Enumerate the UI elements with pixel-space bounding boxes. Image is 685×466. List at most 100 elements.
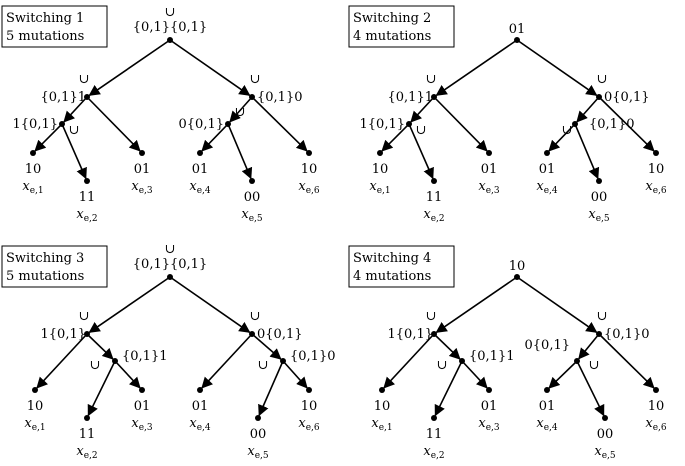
- root-label: 10: [509, 259, 526, 274]
- right-sub-union-symbol: ∪: [562, 123, 573, 138]
- leaf-variable-4: xe,4: [189, 179, 211, 196]
- left-mid-union-symbol: ∪: [426, 309, 437, 324]
- leaf-variable-2: xe,2: [76, 207, 97, 224]
- right-sub-label: 0{0,1}: [525, 338, 571, 353]
- root-node: [514, 274, 520, 280]
- left-sub-node: [59, 121, 65, 127]
- edge-rightsub-leaf5: [258, 360, 284, 417]
- leaf-variable-6: xe,6: [298, 416, 320, 433]
- left-sub-label: 1{0,1}: [360, 117, 406, 132]
- leaf-value-3: 01: [134, 399, 151, 414]
- edge-leftsub-leaf1: [381, 123, 410, 152]
- leaf-value-3: 01: [134, 162, 151, 177]
- leaf-value-6: 10: [648, 162, 665, 177]
- left-mid-node: [431, 331, 437, 337]
- leaf-value-6: 10: [301, 162, 318, 177]
- panel-title: Switching 4: [353, 251, 431, 266]
- right-mid-union-symbol: ∪: [250, 309, 261, 324]
- edge-leftsub-leaf3: [114, 360, 141, 389]
- right-sub-node: [280, 358, 286, 364]
- edge-leftsub-leaf2: [61, 123, 87, 180]
- leaf-node-5: [602, 415, 608, 421]
- leaf-variable-6: xe,6: [645, 179, 667, 196]
- right-mid-node: [596, 94, 602, 100]
- right-sub-node: [574, 358, 580, 364]
- leaf-variable-3: xe,3: [478, 416, 500, 433]
- leaf-node-1: [32, 387, 38, 393]
- left-sub-label: 1{0,1}: [13, 117, 59, 132]
- panel-title: Switching 2: [353, 11, 431, 26]
- edge-rightmid-leaf4: [201, 333, 253, 389]
- edge-root-left: [435, 276, 518, 333]
- left-sub-node: [459, 358, 465, 364]
- left-mid-node: [84, 331, 90, 337]
- leaf-variable-3: xe,3: [131, 416, 153, 433]
- leaf-value-2: 11: [79, 427, 96, 442]
- leaf-node-4: [197, 150, 203, 156]
- leaf-node-4: [544, 150, 550, 156]
- right-sub-node: [572, 121, 578, 127]
- right-sub-node: [225, 121, 231, 127]
- leaf-variable-5: xe,5: [241, 207, 263, 224]
- left-mid-union-symbol: ∪: [79, 309, 90, 324]
- leaf-node-5: [249, 178, 255, 184]
- edge-rightsub-leaf5: [576, 360, 605, 417]
- panel-title-box: [1, 245, 108, 288]
- edge-leftmid-leaf1: [383, 333, 435, 389]
- leaf-node-5: [596, 178, 602, 184]
- leaf-value-1: 10: [374, 399, 391, 414]
- edge-leftmid-leaf3: [433, 96, 488, 152]
- left-sub-union-symbol: ∪: [437, 358, 448, 373]
- edge-leftmid-leftsub: [63, 96, 88, 123]
- right-sub-union-symbol: ∪: [258, 358, 269, 373]
- leaf-variable-1: xe,1: [371, 416, 392, 433]
- panel-title: Switching 1: [6, 11, 84, 26]
- left-sub-node: [406, 121, 412, 127]
- leaf-node-5: [255, 415, 261, 421]
- right-mid-node: [249, 331, 255, 337]
- leaf-value-6: 10: [648, 399, 665, 414]
- right-mid-label: {0,1}0: [257, 90, 303, 105]
- edge-rightmid-rightsub: [576, 96, 600, 123]
- panel-switching-3: Switching 35 mutations∪{0,1}{0,1}1{0,1}∪…: [1, 242, 336, 461]
- panel-mutations-count: 5 mutations: [6, 269, 84, 284]
- leaf-variable-2: xe,2: [423, 444, 444, 461]
- leaf-node-1: [377, 150, 383, 156]
- edge-rightmid-leaf6: [598, 333, 655, 389]
- leaf-value-3: 01: [481, 399, 498, 414]
- root-node: [167, 37, 173, 43]
- edge-rightmid-leaf6: [598, 96, 655, 152]
- edge-leftsub-leaf1: [34, 123, 63, 152]
- leaf-value-1: 10: [27, 399, 44, 414]
- edge-rightmid-rightsub: [578, 333, 600, 360]
- leaf-value-5: 00: [250, 427, 267, 442]
- edge-leftmid-leaf3: [86, 96, 141, 152]
- root-node: [514, 37, 520, 43]
- right-mid-label: 0{0,1}: [604, 90, 650, 105]
- leaf-variable-4: xe,4: [536, 416, 558, 433]
- root-label: {0,1}{0,1}: [133, 20, 207, 35]
- edge-root-right: [169, 39, 251, 96]
- leaf-variable-6: xe,6: [645, 416, 667, 433]
- edge-root-left: [88, 276, 171, 333]
- left-mid-node: [431, 94, 437, 100]
- edge-root-left: [88, 39, 171, 96]
- left-sub-union-symbol: ∪: [416, 123, 427, 138]
- right-mid-label: {0,1}0: [604, 327, 650, 342]
- leaf-node-6: [653, 150, 659, 156]
- leaf-variable-5: xe,5: [588, 207, 610, 224]
- root-label: {0,1}{0,1}: [133, 257, 207, 272]
- leaf-variable-2: xe,2: [423, 207, 444, 224]
- edge-leftmid-leftsub: [86, 333, 114, 360]
- edge-rightmid-leaf6: [251, 96, 308, 152]
- left-mid-node: [84, 94, 90, 100]
- edge-rightsub-leaf4: [201, 123, 229, 152]
- panel-title-box: [348, 5, 455, 48]
- leaf-node-3: [139, 150, 145, 156]
- right-mid-union-symbol: ∪: [250, 72, 261, 87]
- leaf-value-1: 10: [25, 162, 42, 177]
- leaf-variable-1: xe,1: [369, 179, 390, 196]
- leaf-variable-5: xe,5: [594, 444, 616, 461]
